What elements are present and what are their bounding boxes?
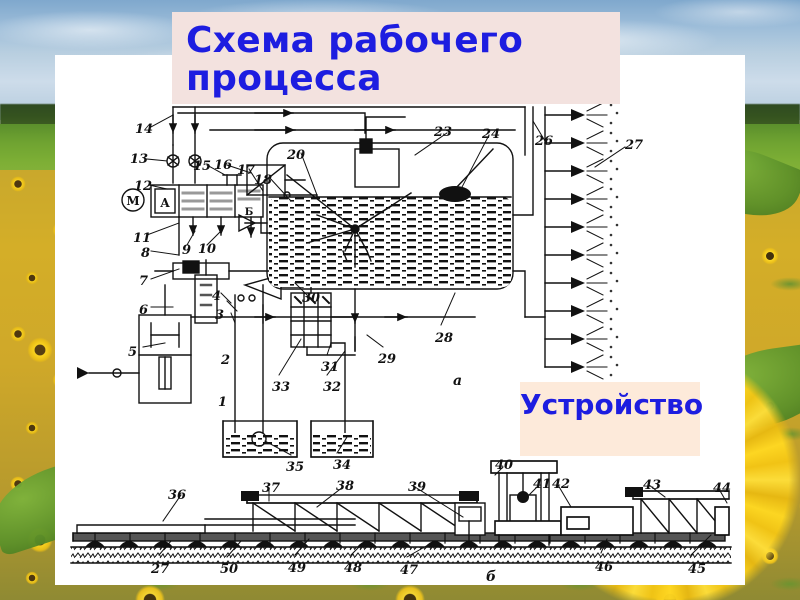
title-text: Схема рабочего процесса xyxy=(186,20,524,99)
callout-label-9: 9 xyxy=(182,243,192,258)
callout-label-42: 42 xyxy=(552,477,571,492)
callout-label-23: 23 xyxy=(434,125,453,140)
callout-label-45: 45 xyxy=(688,562,707,577)
callout-label-34: 34 xyxy=(333,458,352,473)
callout-label-38: 38 xyxy=(336,479,355,494)
callout-label-1: 1 xyxy=(218,395,228,410)
callout-label-47: 47 xyxy=(400,563,419,578)
callout-label-13: 13 xyxy=(130,152,149,167)
callout-label-3: 3 xyxy=(215,308,225,323)
title-textbox[interactable]: Схема рабочего процесса xyxy=(172,12,620,104)
callout-label-24: 24 xyxy=(482,127,501,142)
callout-label-28: 28 xyxy=(435,331,454,346)
figure-schematic: М А Б xyxy=(55,55,745,585)
callout-label-20: 20 xyxy=(287,148,306,163)
callout-label-2: 2 xyxy=(221,353,231,368)
callout-label-16: 16 xyxy=(214,158,233,173)
callout-label-18: 18 xyxy=(254,173,273,188)
callout-label-41: 41 xyxy=(533,477,552,492)
callout-label-30: 30 xyxy=(302,291,321,306)
callout-label-32: 32 xyxy=(323,380,342,395)
callout-label-27: 27 xyxy=(151,562,170,577)
callout-label-48: 48 xyxy=(344,561,363,576)
svg-text:М: М xyxy=(126,194,139,208)
figure-caption-b: б xyxy=(486,569,497,585)
callout-label-29: 29 xyxy=(378,352,397,367)
callout-label-33: 33 xyxy=(272,380,291,395)
callout-label-27: 27 xyxy=(625,138,644,153)
callout-label-40: 40 xyxy=(495,458,514,473)
callout-label-17: 17 xyxy=(237,163,256,178)
svg-text:А: А xyxy=(160,196,170,210)
callout-label-5: 5 xyxy=(128,345,138,360)
callout-label-8: 8 xyxy=(141,246,151,261)
callout-label-49: 49 xyxy=(288,561,307,576)
callout-label-50: 50 xyxy=(220,562,239,577)
figure-caption-a: а xyxy=(453,373,463,389)
callout-label-31: 31 xyxy=(321,360,340,375)
callout-label-11: 11 xyxy=(133,231,152,246)
callout-label-43: 43 xyxy=(643,478,662,493)
callout-label-39: 39 xyxy=(408,480,427,495)
callout-label-46: 46 xyxy=(595,560,614,575)
callout-label-14: 14 xyxy=(135,122,154,137)
callout-label-26: 26 xyxy=(535,134,554,149)
callout-label-35: 35 xyxy=(286,460,305,475)
callout-label-4: 4 xyxy=(212,289,222,304)
callout-label-7: 7 xyxy=(139,274,149,289)
callout-label-10: 10 xyxy=(198,242,217,257)
callout-label-15: 15 xyxy=(193,159,212,174)
callout-label-6: 6 xyxy=(139,303,149,318)
schematic-svg: М А Б xyxy=(70,102,732,564)
callout-label-44: 44 xyxy=(713,481,732,496)
device-textbox[interactable]: Устройство xyxy=(520,382,704,456)
svg-text:Б: Б xyxy=(245,207,254,218)
callout-label-12: 12 xyxy=(134,179,153,194)
callout-label-36: 36 xyxy=(168,488,187,503)
callout-label-37: 37 xyxy=(262,481,281,496)
device-text: Устройство xyxy=(520,388,704,421)
